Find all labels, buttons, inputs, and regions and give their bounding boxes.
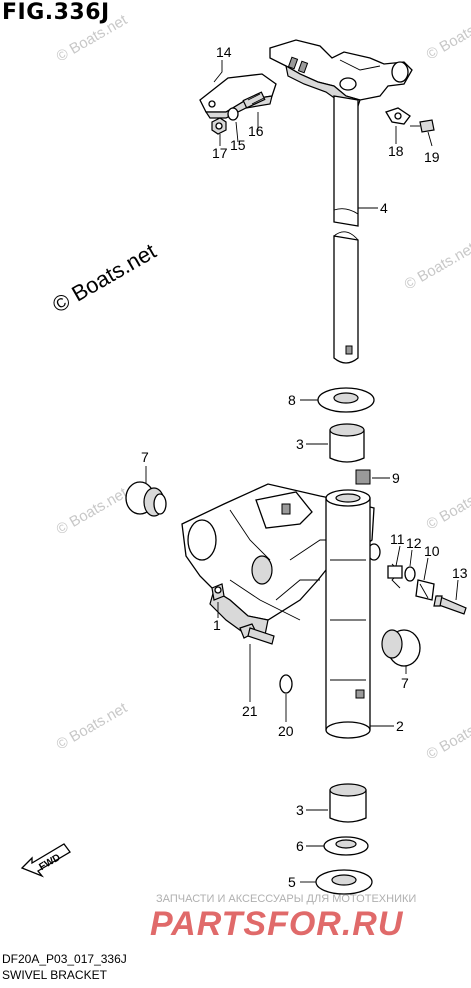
leader-11 [395, 545, 401, 567]
callout-10: 10 [424, 543, 440, 559]
callout-9: 9 [392, 470, 400, 486]
callout-18: 18 [388, 143, 404, 159]
callout-3-upper: 3 [296, 436, 304, 452]
leader-13 [455, 579, 459, 601]
diagram-title: SWIVEL BRACKET [2, 968, 107, 982]
part-7-left-bushing [125, 481, 167, 517]
callout-14: 14 [216, 44, 232, 60]
part-3-lower-bushing [329, 783, 367, 823]
part-20-washer [279, 674, 293, 694]
callout-12: 12 [406, 535, 422, 551]
leader-19 [427, 131, 433, 147]
callout-16: 16 [248, 123, 264, 139]
part-3-upper-bushing [329, 423, 365, 463]
watermark-faint: © Boats.net [424, 9, 471, 63]
callout-7-right: 7 [401, 675, 409, 691]
part-15-washer [227, 107, 239, 121]
diagram-code: DF20A_P03_017_336J [2, 952, 127, 966]
watermark-faint: © Boats.net [424, 709, 471, 763]
leader-15 [235, 121, 239, 143]
part-10-spring [415, 579, 435, 601]
callout-13: 13 [452, 565, 468, 581]
callout-17: 17 [212, 145, 228, 161]
part-5-thrust-washer [315, 869, 373, 895]
part-2-swivel-tube [325, 489, 371, 739]
part-11-spring [387, 563, 403, 589]
fwd-arrow-icon: FWD [20, 843, 71, 878]
callout-3-lower: 3 [296, 802, 304, 818]
steering-head-top [269, 39, 413, 107]
part-16-bolt [242, 91, 266, 109]
callout-20: 20 [278, 723, 294, 739]
callout-1: 1 [213, 617, 221, 633]
part-8-thrust-washer [317, 387, 375, 413]
callout-4: 4 [380, 200, 388, 216]
part-6-washer [323, 836, 369, 856]
ad-brand-logo: PARTSFOR.RU [150, 905, 404, 943]
callout-5: 5 [288, 874, 296, 890]
callout-21: 21 [242, 703, 258, 719]
part-21-bolt [239, 623, 275, 645]
watermark-faint: © Boats.net [54, 484, 131, 538]
watermark-faint: © Boats.net [54, 11, 131, 65]
leader-10 [423, 557, 429, 581]
ad-tagline: ЗАПЧАСТИ И АКСЕССУАРЫ ДЛЯ МОТОТЕХНИКИ [156, 893, 417, 905]
callout-2: 2 [396, 718, 404, 734]
part-13-bolt [433, 595, 467, 615]
callout-8: 8 [288, 392, 296, 408]
callout-15: 15 [230, 137, 246, 153]
part-4-steering-shaft [333, 95, 359, 364]
callout-19: 19 [424, 149, 440, 165]
watermark-faint: © Boats.net [54, 699, 131, 753]
leader-14 [213, 60, 223, 83]
callout-11: 11 [390, 531, 405, 547]
leader-12 [409, 549, 413, 567]
figure-title: FIG.336J [2, 0, 110, 25]
part-17-nut [211, 117, 227, 135]
watermark-faint: © Boats.net [424, 479, 471, 533]
part-1-grease-nipple [211, 583, 225, 601]
part-12-washer [404, 566, 416, 582]
part-19-screw [410, 119, 435, 133]
watermark-faint: © Boats.net [402, 239, 471, 293]
part-7-right-bushing [381, 629, 421, 667]
callout-6: 6 [296, 838, 304, 854]
part-18-clip [385, 107, 411, 125]
callout-7-left: 7 [141, 449, 149, 465]
part-9-bushing [355, 469, 371, 485]
fwd-label: FWD [37, 852, 62, 873]
